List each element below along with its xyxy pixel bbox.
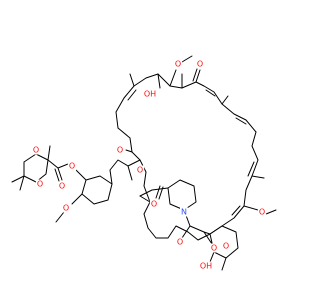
o-lactone-bg bbox=[149, 199, 159, 209]
o-methoxy-left-bg bbox=[61, 203, 71, 213]
o-hydroxyl-top: OH bbox=[144, 90, 156, 99]
amide-carbonyl bbox=[181, 225, 191, 239]
methoxy-right-bond bbox=[243, 205, 259, 211]
macrocycle-left-chain bbox=[117, 127, 151, 203]
macrocycle-top-chain bbox=[115, 73, 257, 133]
o-ester-link-bg bbox=[67, 161, 77, 171]
o-pyran-bg bbox=[221, 241, 231, 251]
ester-carbonyl-bond-2 bbox=[54, 168, 60, 182]
pyran-methyl bbox=[221, 257, 227, 271]
methyl-right-2 bbox=[251, 175, 265, 179]
cyclohexane-ring bbox=[81, 175, 113, 205]
dioxane-ring bbox=[23, 153, 49, 183]
ketone-left-bond bbox=[125, 149, 133, 153]
o-dioxane-2-bg bbox=[35, 179, 45, 189]
o-amide-bg bbox=[175, 237, 185, 247]
ester-carbonyl-bond bbox=[57, 167, 63, 181]
o-lactone: O bbox=[151, 200, 157, 209]
macrocycle-bottom-chain bbox=[139, 195, 211, 241]
ketone-top-bond-2 bbox=[192, 68, 198, 82]
structure-diagram: OH O O O O O O O O O O N O O OH O O bbox=[11, 55, 277, 271]
hydroxyl-top-bond bbox=[157, 73, 161, 89]
methoxy-left-bond bbox=[71, 193, 83, 205]
o-diketone-bg bbox=[209, 243, 219, 253]
side-chain bbox=[109, 159, 141, 185]
lactone-carbonyl bbox=[155, 185, 161, 199]
diketone-carbonyl bbox=[203, 231, 213, 245]
double-bond-5 bbox=[127, 89, 137, 101]
o-diketone: O bbox=[211, 244, 217, 253]
methoxy-top-bond bbox=[169, 69, 177, 87]
lactone-link bbox=[139, 187, 169, 197]
n-piperidine-bg bbox=[180, 207, 189, 217]
atom-labels: OH O O O O O O O O O O N O O OH O O bbox=[31, 59, 267, 271]
o-methoxy-right-bg bbox=[257, 207, 267, 217]
ketone-top-bond bbox=[195, 69, 201, 83]
dioxane-methyl-2 bbox=[19, 175, 25, 191]
methoxy-top-methyl bbox=[181, 55, 193, 63]
molecule-canvas: OH O O O O O O O O O O N O O OH O O bbox=[11, 55, 277, 271]
o-ketone-left: O bbox=[117, 146, 123, 155]
o-dioxane-1-bg bbox=[31, 145, 41, 155]
o-dioxane-2: O bbox=[37, 180, 43, 189]
quaternary-methyl bbox=[47, 145, 51, 161]
amide-chain bbox=[183, 209, 211, 235]
double-bond-4 bbox=[231, 205, 241, 216]
methoxy-left-methyl bbox=[55, 211, 65, 223]
o-hydroxyl-bottom: OH bbox=[200, 262, 212, 271]
o-ester-carbonyl: O bbox=[59, 182, 65, 191]
o-hydroxyl-bottom-bg bbox=[198, 261, 214, 271]
side-chain-methyl bbox=[127, 165, 133, 181]
double-bond-2 bbox=[235, 117, 247, 125]
o-ester-ring-bg bbox=[135, 165, 145, 175]
o-ester-link: O bbox=[69, 162, 75, 171]
o-ketone-left-bg bbox=[115, 145, 125, 155]
o-methoxy-left: O bbox=[63, 204, 69, 213]
ester-link-bond bbox=[75, 169, 87, 181]
methoxy-right-methyl bbox=[265, 209, 277, 215]
o-ketone-top-bg bbox=[195, 59, 205, 69]
o-amide: O bbox=[177, 238, 183, 247]
macrocycle-right-chain bbox=[209, 131, 259, 235]
dioxane-methyl-1 bbox=[11, 175, 25, 183]
n-piperidine: N bbox=[181, 208, 187, 217]
o-hydroxyl-top-bg bbox=[142, 89, 158, 99]
ester-chain bbox=[47, 159, 69, 169]
o-ketone-top: O bbox=[197, 60, 203, 69]
o-methoxy-right: O bbox=[259, 208, 265, 217]
o-ester-ring: O bbox=[137, 166, 143, 175]
hydroxyl-bottom-bond bbox=[209, 251, 215, 263]
piperidine-ring bbox=[167, 179, 197, 211]
bond-skeleton bbox=[11, 55, 277, 271]
double-bond-3 bbox=[247, 161, 255, 177]
o-ester-carbonyl-bg bbox=[57, 181, 67, 191]
methyl-top-1 bbox=[129, 73, 135, 87]
methyl-right-1 bbox=[221, 95, 229, 105]
o-methoxy-top: O bbox=[175, 60, 181, 69]
double-bond-1 bbox=[205, 89, 216, 97]
lactone-carbonyl-2 bbox=[158, 186, 164, 200]
o-methoxy-top-bg bbox=[173, 59, 183, 69]
o-pyran: O bbox=[223, 242, 229, 251]
o-dioxane-1: O bbox=[33, 146, 39, 155]
